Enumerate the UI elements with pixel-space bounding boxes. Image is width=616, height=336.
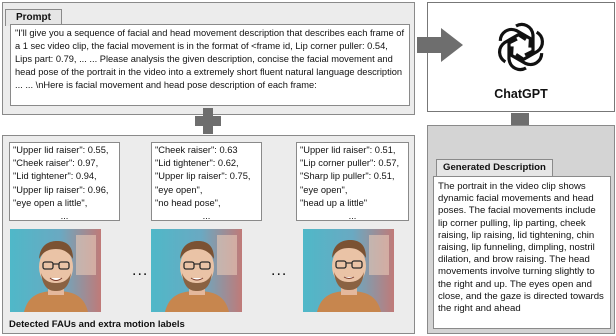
frame-2-fau-box: "Cheek raiser": 0.63 "Lid tightener": 0.… — [151, 142, 262, 221]
fau-line: "Cheek raiser": 0.63 — [155, 145, 238, 155]
fau-caption: Detected FAUs and extra motion labels — [9, 319, 185, 330]
prompt-title: Prompt — [5, 9, 62, 26]
portrait-frame-1-image — [10, 229, 101, 312]
fau-line: "Lid tightener": 0.62, — [155, 158, 239, 169]
fau-line: "Upper lid raiser": 0.51, — [300, 145, 396, 155]
frame-1-fau-box: "Upper lid raiser": 0.55, "Cheek raiser"… — [9, 142, 120, 221]
fau-line: "Sharp lip puller": 0.51, — [300, 171, 395, 182]
fau-line: "Lid tightener": 0.94, — [13, 171, 97, 182]
fau-more: ... — [202, 211, 211, 221]
fau-line: "head up a little" — [300, 197, 368, 208]
arrow-right-icon — [417, 28, 463, 62]
plus-icon — [195, 108, 221, 134]
fau-more: ... — [348, 211, 357, 221]
frames-ellipsis: ... — [271, 262, 288, 279]
fau-line: "no head pose", — [155, 197, 221, 208]
portrait-frame-2-image — [151, 229, 242, 312]
frame-3-fau-box: "Upper lid raiser": 0.51, "Lip corner pu… — [296, 142, 409, 221]
fau-line: "Upper lid raiser": 0.55, — [13, 145, 109, 155]
fau-line: "eye open", — [155, 184, 203, 195]
frames-ellipsis: ... — [132, 262, 149, 279]
fau-line: "eye open a little", — [13, 197, 88, 208]
fau-line: "Cheek raiser": 0.97, — [13, 158, 99, 169]
generated-description-text: The portrait in the video clip shows dyn… — [433, 176, 611, 329]
fau-line: "Upper lip raiser": 0.96, — [13, 184, 109, 195]
fau-line: "eye open", — [300, 184, 348, 195]
fau-line: "Upper lip raiser": 0.75, — [155, 171, 251, 182]
generated-description-title: Generated Description — [436, 159, 553, 176]
chatgpt-label: ChatGPT — [494, 87, 548, 101]
openai-logo-icon — [493, 22, 549, 72]
fau-line: "Lip corner puller": 0.57, — [300, 158, 400, 169]
fau-more: ... — [60, 211, 69, 221]
portrait-frame-3-image — [303, 229, 394, 312]
prompt-text: "I'll give you a sequence of facial and … — [10, 24, 410, 106]
